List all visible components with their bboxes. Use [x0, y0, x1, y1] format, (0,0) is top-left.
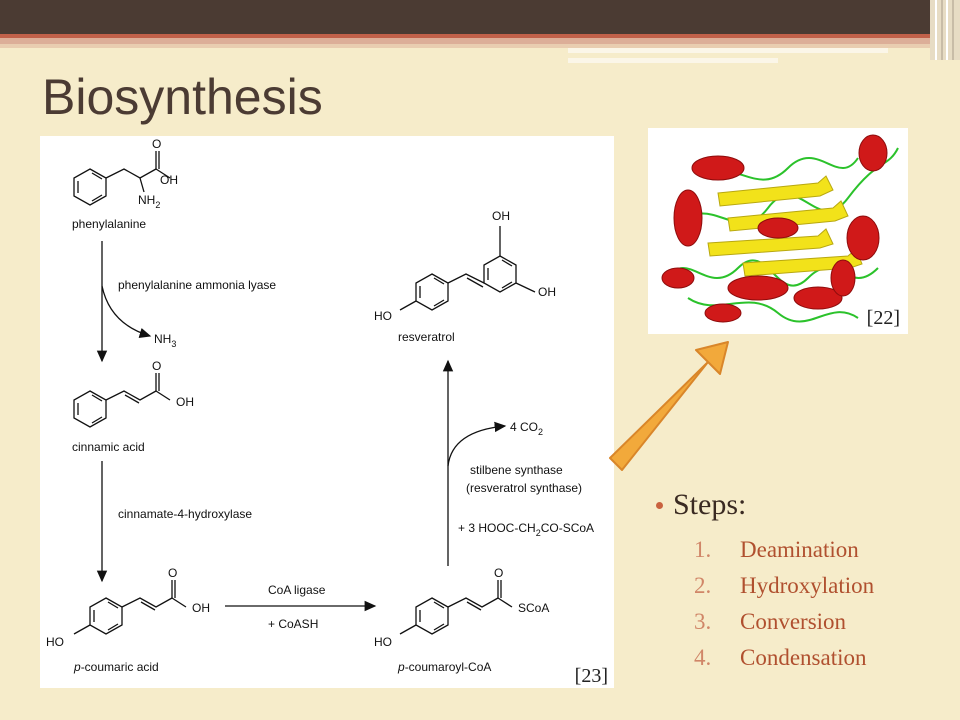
- label-oh-1: OH: [160, 173, 178, 187]
- step-item: 1.Deamination: [694, 537, 859, 562]
- citation-23: [23]: [574, 665, 608, 687]
- orange-arrow: [609, 341, 729, 471]
- scheme-svg: OH O NH2 phenylalanine phenylalanine amm…: [46, 137, 594, 674]
- label-o-4: O: [494, 566, 503, 580]
- resveratrol-ring-b: [483, 255, 517, 293]
- label-ho-3: HO: [374, 309, 392, 323]
- compound-p-coumaroyl-coa: p-coumaroyl-CoA: [397, 660, 491, 674]
- steps-list: Steps: 1.Deamination 2.Hydroxylation 3.C…: [656, 488, 874, 676]
- label-oh-4: OH: [492, 209, 510, 223]
- bullet-icon: [656, 501, 663, 509]
- label-nh2: NH2: [138, 193, 160, 210]
- header-underline: [568, 48, 888, 53]
- step-item: 3.Conversion: [694, 609, 847, 634]
- compound-resveratrol: resveratrol: [398, 330, 455, 344]
- corner-decoration: [930, 0, 960, 60]
- label-ho-1: HO: [46, 635, 64, 649]
- p-coumaroyl-coa-ring: [415, 597, 449, 635]
- cofactor-malonyl-coa: + 3 HOOC-CH2CO-SCoA: [458, 521, 594, 538]
- biosynthesis-scheme: OH O NH2 phenylalanine phenylalanine amm…: [40, 136, 614, 688]
- steps-heading-text: Steps:: [673, 488, 747, 521]
- step-item: 4.Condensation: [694, 645, 867, 670]
- steps-heading: Steps:: [656, 488, 874, 522]
- label-oh-2: OH: [176, 395, 194, 409]
- byproduct-co2: 4 CO2: [510, 420, 543, 437]
- enzyme-step-4-alias: (resveratrol synthase): [466, 481, 582, 495]
- label-oh-3: OH: [192, 601, 210, 615]
- protein-structure-image: [22]: [648, 128, 908, 334]
- header-underline-short: [568, 58, 778, 63]
- label-o-1: O: [152, 137, 161, 151]
- enzyme-step-1: phenylalanine ammonia lyase: [118, 278, 276, 292]
- step-item: 2.Hydroxylation: [694, 573, 875, 598]
- p-coumaric-ring: [89, 597, 123, 635]
- enzyme-step-3: CoA ligase: [268, 583, 326, 597]
- enzyme-step-2: cinnamate-4-hydroxylase: [118, 507, 252, 521]
- enzyme-step-4-name: stilbene synthase: [470, 463, 563, 477]
- protein-ribbon-svg: [661, 134, 899, 323]
- compound-cinnamic-acid: cinnamic acid: [72, 440, 145, 454]
- header-bar: [0, 0, 960, 34]
- label-scoa: SCoA: [518, 601, 549, 615]
- resveratrol-ring-a: [415, 273, 449, 311]
- cinnamic-ring: [73, 390, 107, 428]
- phenylalanine-ring: [73, 168, 107, 206]
- compound-p-coumaric-acid: p-coumaric acid: [73, 660, 159, 674]
- citation-22: [22]: [866, 307, 900, 329]
- compound-phenylalanine: phenylalanine: [72, 217, 146, 231]
- label-o-2: O: [152, 359, 161, 373]
- byproduct-nh3: NH3: [154, 332, 176, 349]
- label-o-3: O: [168, 566, 177, 580]
- slide-title: Biosynthesis: [42, 69, 323, 125]
- cofactor-coash: + CoASH: [268, 617, 318, 631]
- label-ho-2: HO: [374, 635, 392, 649]
- label-oh-5: OH: [538, 285, 556, 299]
- steps-items: 1.Deamination 2.Hydroxylation 3.Conversi…: [660, 532, 874, 676]
